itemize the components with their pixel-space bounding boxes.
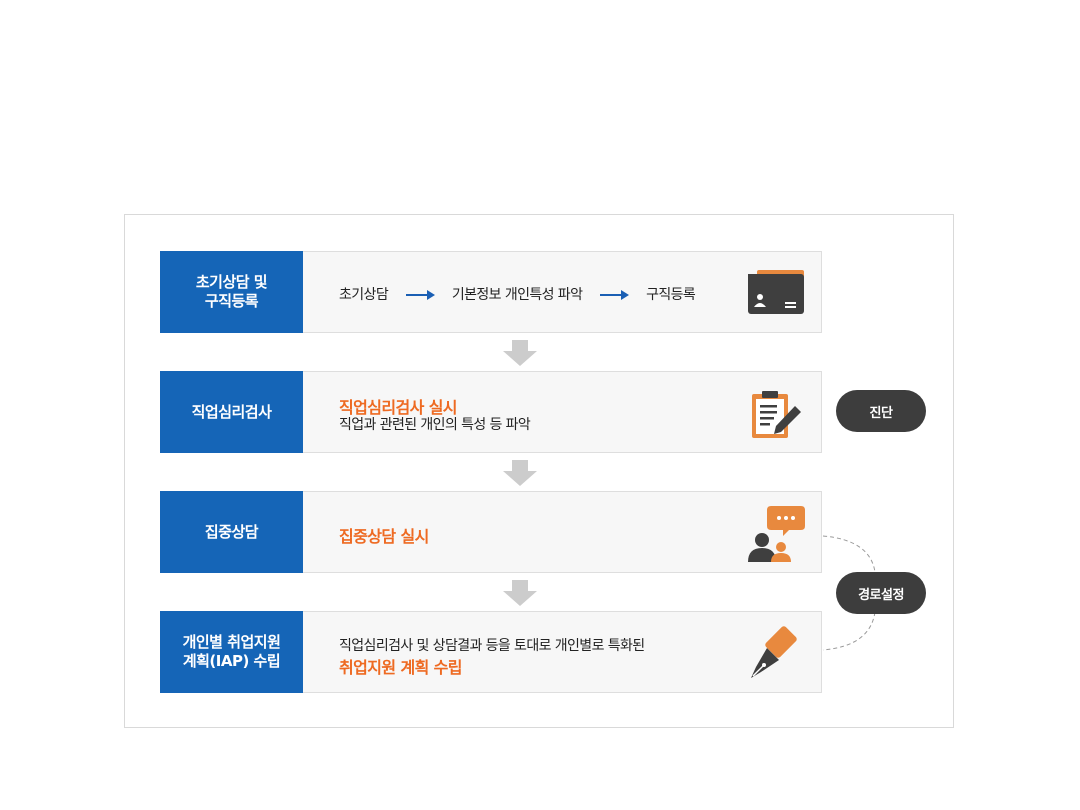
step-description: 직업심리검사 및 상담결과 등을 토대로 개인별로 특화된	[339, 638, 645, 654]
flow-item: 구직등록	[646, 287, 696, 303]
down-arrow-icon	[503, 580, 537, 606]
step-label: 직업심리검사	[160, 371, 303, 453]
right-arrow-icon	[405, 290, 435, 300]
step-description: 직업과 관련된 개인의 특성 등 파악	[339, 417, 531, 433]
down-arrow-icon	[503, 460, 537, 486]
step-intensive-consultation: 집중상담 집중상담 실시	[160, 491, 822, 573]
step-label-line1: 집중상담	[204, 522, 259, 541]
consultation-people-icon	[748, 506, 805, 562]
step-label-line1: 초기상담 및	[195, 273, 268, 291]
step-content: 직업심리검사 실시 직업과 관련된 개인의 특성 등 파악	[303, 371, 822, 453]
step-highlight: 직업심리검사 실시	[339, 398, 458, 417]
step-content: 직업심리검사 및 상담결과 등을 토대로 개인별로 특화된 취업지원 계획 수립	[303, 611, 822, 693]
step-psychological-test: 직업심리검사 직업심리검사 실시 직업과 관련된 개인의 특성 등 파악	[160, 371, 822, 453]
dashed-connector	[822, 535, 876, 651]
step-label: 집중상담	[160, 491, 303, 573]
flow-sequence: 초기상담 기본정보 개인특성 파악 구직등록	[339, 284, 696, 304]
clipboard-pencil-icon	[752, 391, 801, 438]
down-arrow-icon	[503, 340, 537, 366]
step-content: 집중상담 실시	[303, 491, 822, 573]
path-setting-badge: 경로설정	[836, 572, 926, 614]
step-highlight: 집중상담 실시	[339, 527, 429, 546]
step-label-line2: 구직등록	[204, 292, 259, 310]
step-highlight: 취업지원 계획 수립	[339, 658, 463, 677]
flow-item: 기본정보 개인특성 파악	[451, 287, 583, 303]
step-content: 초기상담 기본정보 개인특성 파악 구직등록	[303, 251, 822, 333]
diagnosis-badge: 진단	[836, 390, 926, 432]
step-label-line1: 직업심리검사	[191, 402, 272, 421]
step-label-line2: 계획(IAP) 수립	[182, 652, 281, 670]
step-label-line1: 개인별 취업지원	[182, 633, 281, 651]
fountain-pen-icon	[751, 626, 797, 678]
right-arrow-icon	[600, 290, 630, 300]
id-card-folder-icon	[748, 270, 804, 314]
flow-item: 초기상담	[339, 287, 389, 303]
